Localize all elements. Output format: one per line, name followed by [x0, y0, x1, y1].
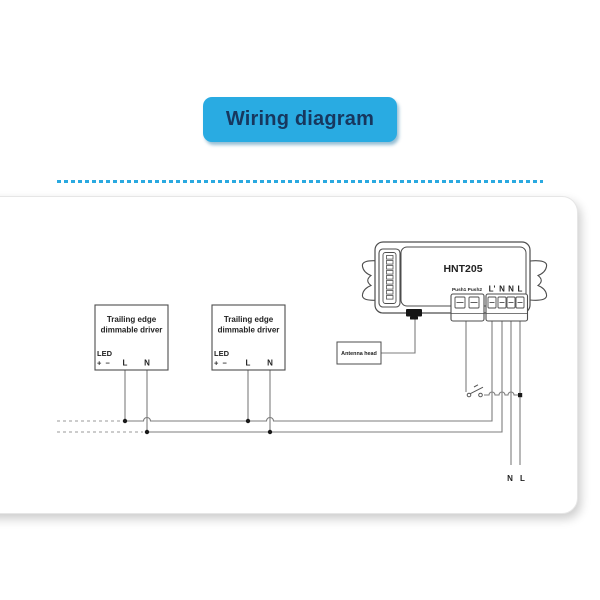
antenna-connector — [406, 309, 422, 320]
driver1-neutral-terminal-label: N — [144, 359, 150, 368]
wiring-diagram-banner: Wiring diagram — [203, 97, 397, 142]
driver2-plus-label: + — [214, 359, 219, 368]
driver1-box: Trailing edge dimmable driver LED + − L … — [94, 304, 169, 371]
push-wire-horizontal — [484, 391, 518, 396]
power-terminal-block — [485, 293, 529, 322]
pin-header-strip — [378, 248, 401, 308]
driver1-plus-label: + — [97, 359, 102, 368]
banner-title: Wiring diagram — [225, 108, 375, 130]
driver2-title-line2: dimmable driver — [218, 326, 280, 335]
terminal-label-n2: N — [508, 285, 514, 294]
controller-device: HNT205 Push1 Push2 L' N N L — [361, 241, 548, 322]
antenna-head-box: Antenna head — [336, 341, 382, 365]
driver1-title-line2: dimmable driver — [101, 326, 163, 335]
right-mounting-ear — [529, 260, 548, 301]
push-terminal-block — [450, 293, 485, 322]
dimmed-live-bus-wire — [125, 321, 493, 422]
terminal-label-l: L — [518, 285, 523, 294]
neutral-bus-wire — [147, 321, 503, 433]
driver1-minus-label: − — [106, 359, 111, 368]
driver1-title-line1: Trailing edge — [107, 315, 157, 324]
antenna-head-label: Antenna head — [341, 351, 377, 357]
antenna-wire — [381, 317, 416, 354]
mains-neutral-label: N — [507, 474, 513, 483]
device-model-label: HNT205 — [443, 263, 482, 275]
driver2-live-terminal-label: L — [246, 359, 251, 368]
push-terminals-label: Push1 Push2 — [452, 287, 482, 293]
driver2-led-label: LED — [214, 349, 230, 358]
driver2-minus-label: − — [223, 359, 228, 368]
mains-live-label: L — [520, 474, 525, 483]
terminal-label-l-prime: L' — [489, 285, 496, 294]
driver1-led-label: LED — [97, 349, 113, 358]
terminal-label-n1: N — [499, 285, 505, 294]
dashed-separator — [57, 180, 543, 183]
push-switch-symbol — [466, 384, 484, 398]
driver2-box: Trailing edge dimmable driver LED + − L … — [211, 304, 286, 371]
driver1-live-terminal-label: L — [123, 359, 128, 368]
driver2-title-line1: Trailing edge — [224, 315, 274, 324]
driver2-neutral-terminal-label: N — [267, 359, 273, 368]
junction-dots — [122, 393, 523, 435]
